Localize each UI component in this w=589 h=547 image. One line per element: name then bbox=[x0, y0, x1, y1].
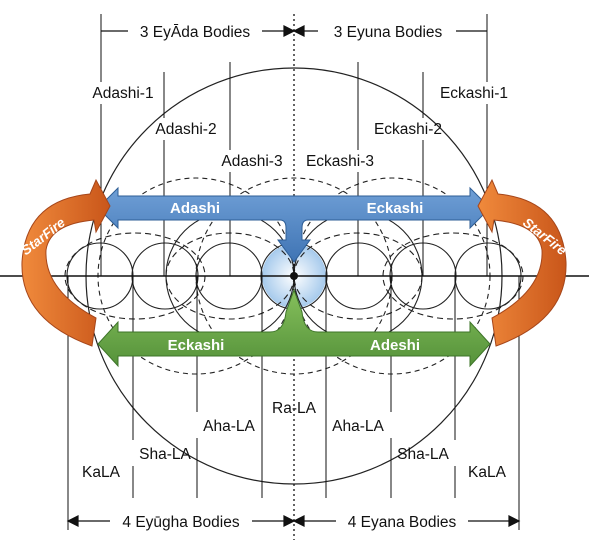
label-aha-la-left: Aha-LA bbox=[203, 418, 255, 435]
bottom-bracket-left-label: 4 Eyūgha Bodies bbox=[122, 514, 239, 531]
label-sha-la-left: Sha-LA bbox=[139, 446, 191, 463]
label-eckashi-3: Eckashi-3 bbox=[306, 153, 374, 170]
label-adashi-1: Adashi-1 bbox=[92, 85, 153, 102]
label-adashi-2: Adashi-2 bbox=[155, 121, 216, 138]
label-aha-la-right: Aha-LA bbox=[332, 418, 384, 435]
starfire-right-arrow bbox=[477, 178, 567, 347]
blue-arrow-right-label: Eckashi bbox=[367, 200, 424, 217]
label-eckashi-2: Eckashi-2 bbox=[374, 121, 442, 138]
label-eckashi-1: Eckashi-1 bbox=[440, 85, 508, 102]
label-ra-la: Ra-LA bbox=[272, 400, 317, 417]
top-bracket-right-label: 3 Eyuna Bodies bbox=[334, 24, 443, 41]
label-kala-left: KaLA bbox=[82, 464, 121, 481]
bottom-bracket-right-label: 4 Eyana Bodies bbox=[348, 514, 457, 531]
green-arrow bbox=[97, 288, 491, 368]
label-sha-la-right: Sha-LA bbox=[397, 446, 449, 463]
green-arrow-right-label: Adeshi bbox=[370, 337, 420, 354]
blue-arrow bbox=[97, 186, 491, 263]
green-arrow-left-label: Eckashi bbox=[168, 337, 225, 354]
label-adashi-3: Adashi-3 bbox=[221, 153, 282, 170]
center-dot bbox=[290, 272, 298, 280]
label-kala-right: KaLA bbox=[468, 464, 507, 481]
starfire-left-arrow bbox=[21, 178, 111, 347]
blue-arrow-left-label: Adashi bbox=[170, 200, 220, 217]
top-bracket-left-label: 3 EyĀda Bodies bbox=[140, 24, 251, 41]
top-bracket-arrows bbox=[101, 25, 487, 37]
bottom-bracket-arrows bbox=[66, 515, 521, 527]
